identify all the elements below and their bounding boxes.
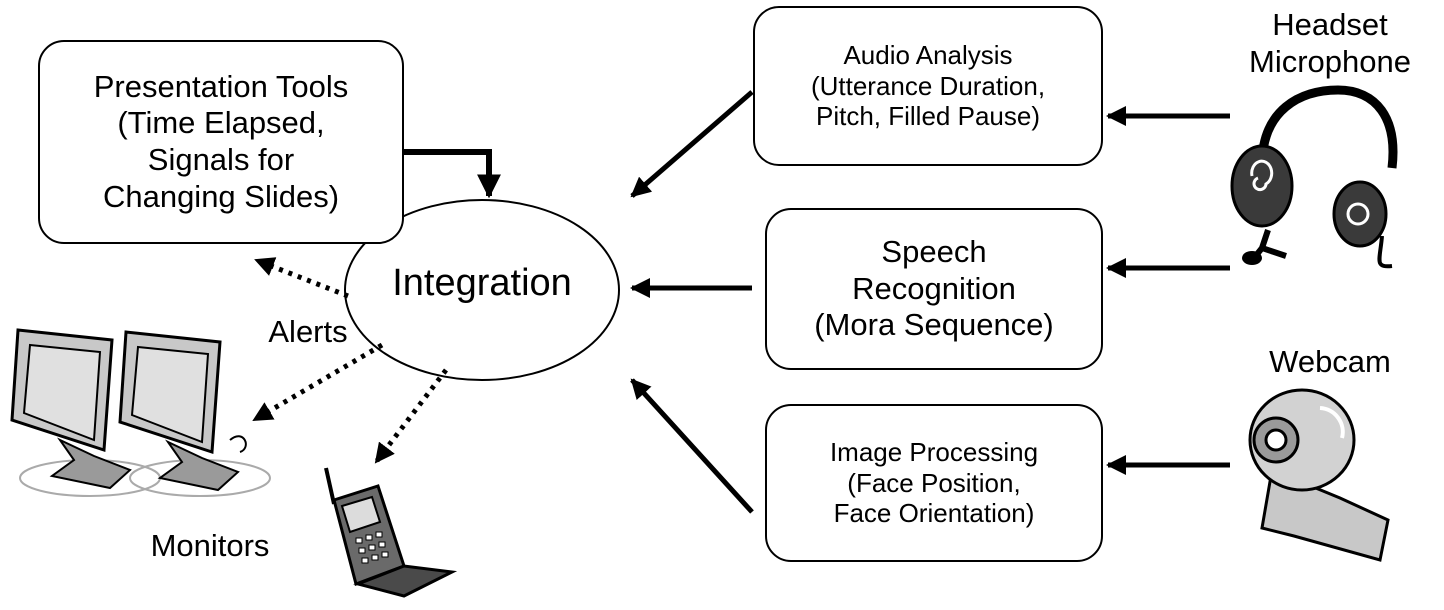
audio-analysis-line-3: Pitch, Filled Pause): [816, 101, 1040, 132]
image-processing-line-2: (Face Position,: [847, 467, 1021, 498]
presentation-tools-line-1: Presentation Tools: [93, 68, 349, 104]
presentation-tools-line-2: (Time Elapsed,: [117, 105, 325, 141]
monitors-icon: [10, 328, 271, 497]
webcam-label: Webcam: [1269, 344, 1391, 379]
headset-label: Headset Microphone: [1225, 6, 1435, 80]
headset-microphone-icon: [1230, 85, 1398, 269]
audio-analysis-box: Audio Analysis (Utterance Duration, Pitc…: [753, 6, 1103, 166]
audio-analysis-line-1: Audio Analysis: [843, 39, 1013, 70]
speech-recognition-box: Speech Recognition (Mora Sequence): [765, 208, 1103, 370]
image-processing-box: Image Processing (Face Position, Face Or…: [765, 404, 1103, 562]
integration-label: Integration: [392, 262, 572, 304]
audio-analysis-line-2: (Utterance Duration,: [810, 70, 1046, 101]
presentation-tools-line-4: Changing Slides): [102, 178, 340, 214]
alert-edge-to-phone: [374, 368, 448, 464]
speech-recognition-line-2: Recognition: [852, 270, 1016, 306]
alerts-label: Alerts: [268, 314, 348, 349]
webcam-icon: [1248, 388, 1390, 562]
alert-edge-to-presentation: [254, 257, 349, 299]
image-processing-line-1: Image Processing: [829, 436, 1039, 467]
headset-label-line-2: Microphone: [1249, 44, 1411, 80]
edge-audio-to-integration: [630, 90, 754, 198]
monitors-label: Monitors: [150, 528, 270, 563]
mobile-phone-icon: [324, 467, 458, 598]
alert-edge-to-monitors: [252, 342, 384, 423]
image-processing-line-3: Face Orientation): [833, 498, 1035, 529]
edge-image-to-integration: [630, 378, 754, 514]
speech-recognition-line-1: Speech: [881, 234, 987, 270]
headset-label-line-1: Headset: [1272, 7, 1388, 42]
edge-presentation-to-integration: [404, 149, 501, 199]
speech-recognition-line-3: (Mora Sequence): [814, 307, 1054, 343]
presentation-tools-line-3: Signals for: [147, 142, 295, 177]
integration-ellipse: [344, 199, 620, 381]
presentation-tools-box: Presentation Tools (Time Elapsed, Signal…: [38, 40, 404, 244]
